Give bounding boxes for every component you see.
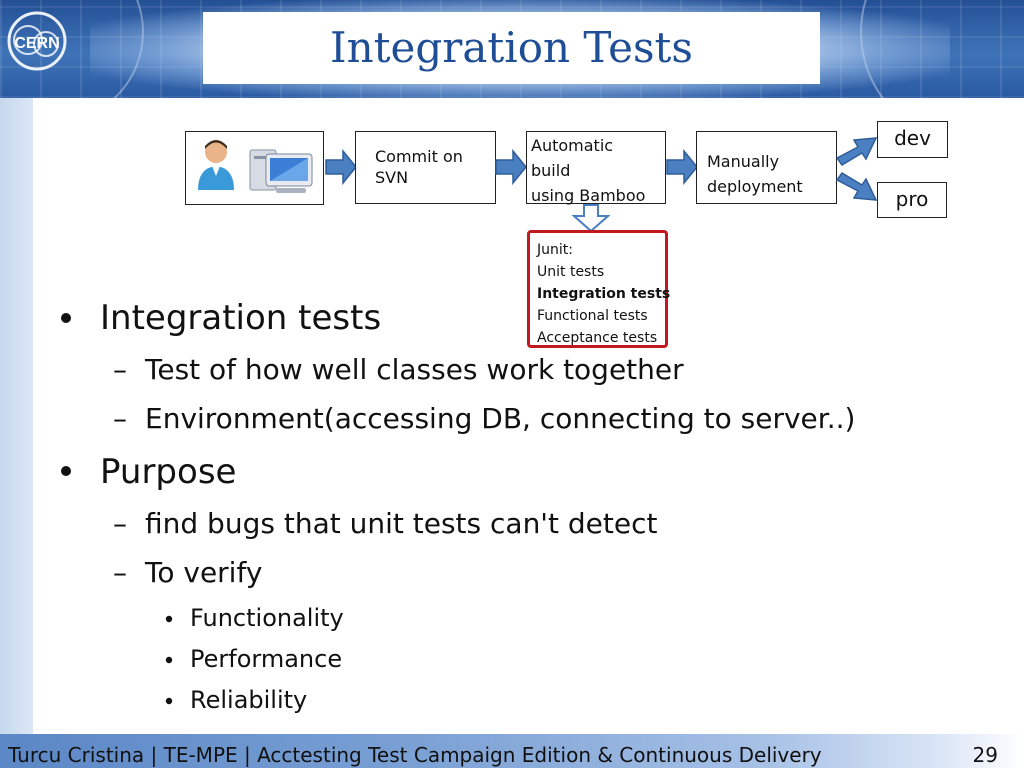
deployment-line-2: deployment (707, 177, 803, 196)
bullet-test-of-classes: Test of how well classes work together (145, 353, 684, 386)
junit-acceptance-tests: Acceptance tests (537, 330, 658, 346)
footer-bar (0, 734, 1024, 768)
dash-mark: – (113, 353, 127, 386)
developer-computer-icon (198, 140, 313, 193)
cern-logo-icon: CERN (7, 11, 67, 71)
bullet-dot-icon (61, 466, 71, 476)
build-box: Automatic build using Bamboo (526, 131, 666, 205)
junit-test-box: Junit: Unit tests Integration tests Func… (527, 230, 671, 348)
bullet-dot-icon (165, 697, 173, 705)
pro-label: pro (895, 187, 929, 211)
junit-unit-tests: Unit tests (537, 264, 605, 280)
title-background (203, 12, 820, 84)
build-line-1: Automatic (531, 136, 614, 155)
dev-box: dev (877, 121, 948, 158)
svg-text:CERN: CERN (14, 35, 59, 52)
commit-line-2: SVN (375, 168, 409, 187)
left-stripe (0, 98, 33, 734)
pro-box: pro (877, 182, 947, 218)
bullet-functionality: Functionality (190, 604, 344, 632)
build-line-3: using Bamboo (531, 186, 646, 205)
deployment-line-1: Manually (707, 152, 780, 171)
slide-title: Integration Tests (330, 23, 693, 72)
build-line-2: build (531, 161, 571, 180)
bullet-dot-icon (165, 615, 173, 623)
bullet-integration-tests: Integration tests (100, 298, 382, 338)
dash-mark: – (113, 402, 127, 435)
developer-box (185, 131, 324, 205)
bullet-to-verify: To verify (145, 556, 263, 589)
bullet-dot-icon (165, 656, 173, 664)
arrow-to-pro-icon (835, 172, 878, 201)
dash-mark: – (113, 507, 127, 540)
commit-box: Commit on SVN (355, 131, 496, 204)
dev-label: dev (894, 126, 931, 150)
flow-arrow-icon (495, 149, 527, 185)
footer-text: Turcu Cristina | TE-MPE | Acctesting Tes… (8, 743, 822, 767)
down-arrow-icon (572, 204, 610, 232)
junit-label: Junit: (537, 242, 573, 258)
bullet-reliability: Reliability (190, 686, 308, 714)
dash-mark: – (113, 556, 127, 589)
commit-line-1: Commit on (375, 147, 463, 166)
junit-functional-tests: Functional tests (537, 308, 648, 324)
page-number: 29 (972, 743, 998, 767)
bullet-environment: Environment(accessing DB, connecting to … (145, 402, 856, 435)
bullet-performance: Performance (190, 645, 343, 673)
flow-arrow-icon (325, 149, 357, 185)
flow-arrow-icon (666, 149, 698, 185)
bullet-find-bugs: find bugs that unit tests can't detect (145, 507, 658, 540)
junit-integration-tests: Integration tests (537, 286, 671, 302)
bullet-dot-icon (61, 313, 71, 323)
bullet-purpose: Purpose (100, 452, 237, 492)
deployment-box: Manually deployment (696, 131, 837, 204)
arrow-to-dev-icon (835, 137, 878, 166)
